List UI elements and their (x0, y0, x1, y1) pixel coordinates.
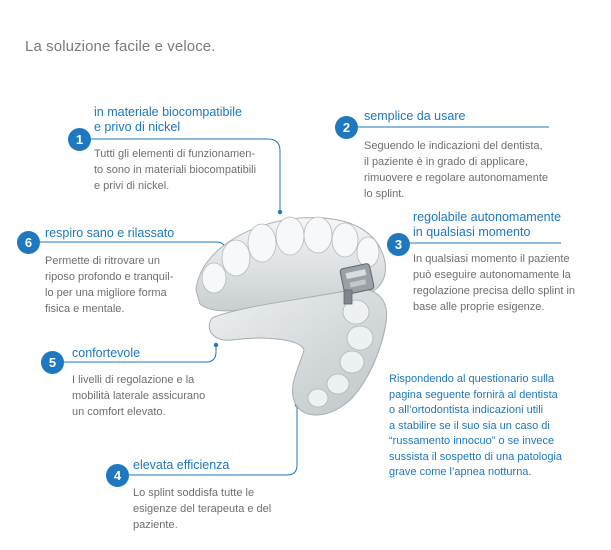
connector-1 (80, 138, 281, 212)
feature-number-4: 4 (106, 464, 129, 487)
feature-heading-3: regolabile autonomamente in qualsiasi mo… (413, 210, 562, 239)
connector-4 (118, 405, 298, 476)
feature-description-4: Lo splint soddisfa tutte le esigenze del… (133, 487, 272, 531)
feature-heading-1: in materiale biocompatibile e privo di n… (94, 105, 242, 134)
feature-number-2: 2 (335, 116, 358, 139)
feature-description-6: Permette di ritrovare un riposo profondo… (45, 255, 174, 315)
page-title: La soluzione facile e veloce. (25, 38, 216, 55)
feature-description-2: Seguendo le indicazioni del dentista, il… (364, 140, 549, 200)
feature-number-3: 3 (387, 233, 410, 256)
feature-heading-6: respiro sano e rilassato (45, 226, 175, 240)
feature-number-6: 6 (17, 231, 40, 254)
feature-description-3: In qualsiasi momento il paziente può ese… (413, 253, 576, 313)
feature-heading-4: elevata efficienza (133, 458, 230, 472)
feature-heading-2: semplice da usare (364, 109, 466, 123)
feature-description-5: I livelli di regolazione e la mobilità l… (72, 374, 206, 418)
feature-description-1: Tutti gli elementi di funzionamen- to so… (94, 148, 257, 192)
feature-heading-5: confortevole (72, 346, 141, 360)
questionnaire-note: Rispondendo al questionario sulla pagina… (389, 373, 563, 478)
connector-5 (60, 345, 217, 363)
feature-number-5: 5 (41, 351, 64, 374)
feature-number-1: 1 (68, 128, 91, 151)
